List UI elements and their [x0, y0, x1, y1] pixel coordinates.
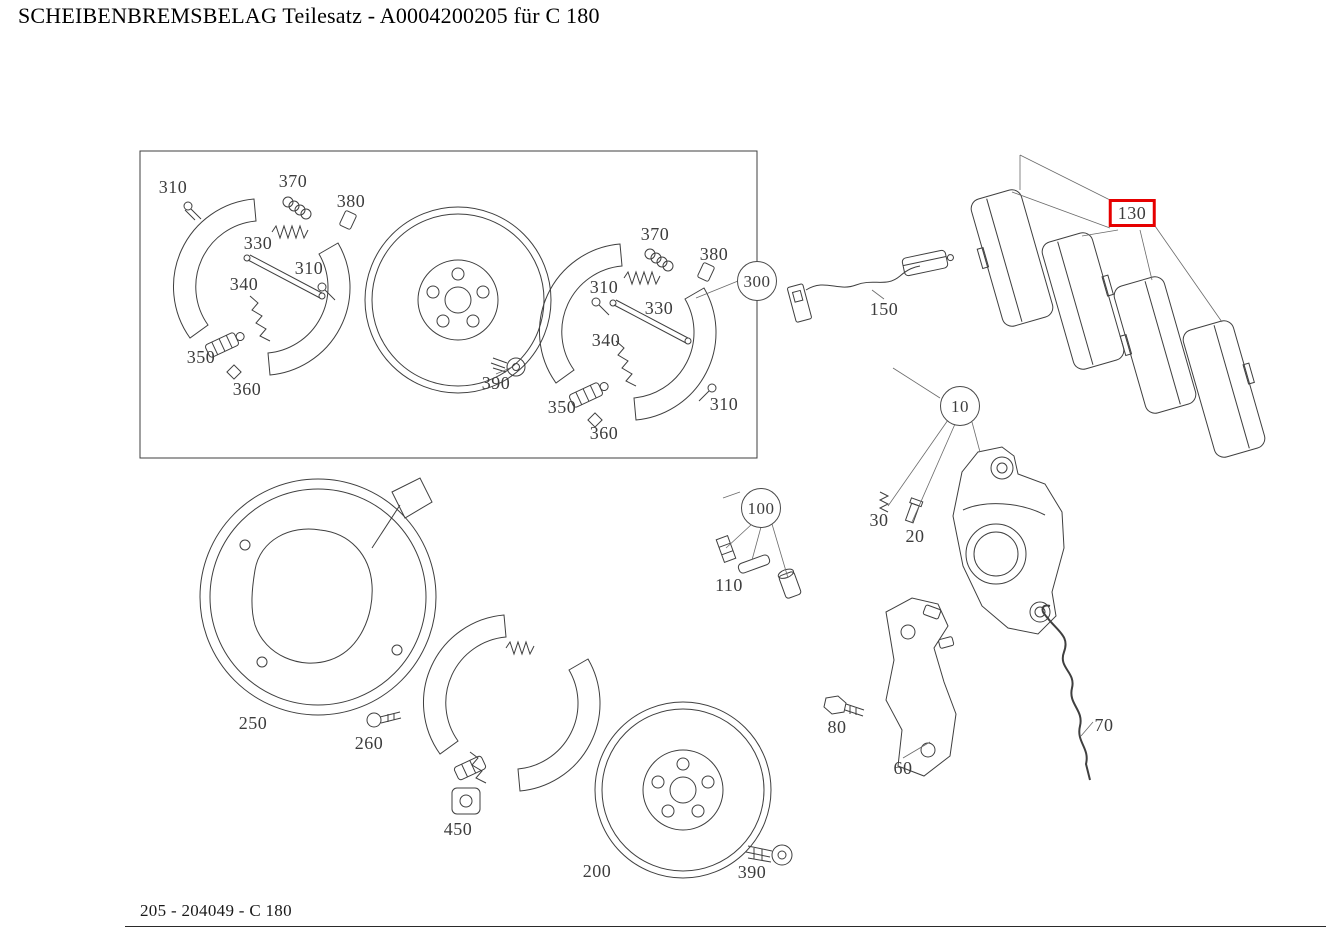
guide-pin-parts	[715, 535, 802, 599]
brake-pad-icon	[1113, 276, 1197, 414]
return-spring-icon	[623, 270, 661, 286]
part-label-260[interactable]: 260	[354, 733, 384, 753]
cup-icon	[697, 262, 715, 282]
caliper-bolt-icon	[823, 695, 865, 717]
strut-icon	[247, 254, 323, 299]
part-label-350[interactable]: 350	[186, 347, 216, 367]
anti-rattle-spring	[1041, 604, 1091, 781]
part-label-310[interactable]: 310	[158, 177, 188, 197]
pin-icon	[591, 297, 717, 402]
footer-reference: 205 - 204049 - C 180	[140, 901, 292, 920]
part-label-70[interactable]: 70	[1094, 715, 1114, 735]
center-brake-disc	[364, 206, 552, 394]
adjuster-icon	[569, 382, 609, 408]
part-label-330[interactable]: 330	[644, 298, 674, 318]
brake-pad-icon	[970, 189, 1054, 327]
part-label-340[interactable]: 340	[229, 274, 259, 294]
part-label-310[interactable]: 310	[294, 258, 324, 278]
nut-icon	[587, 412, 603, 428]
part-label-100[interactable]: 100	[741, 488, 781, 528]
shoe-spring-icon	[615, 340, 637, 387]
part-label-310[interactable]: 310	[709, 394, 739, 414]
bleeder-screw-icon	[904, 497, 924, 524]
bleeder-spring-icon	[878, 491, 890, 513]
part-label-300[interactable]: 300	[737, 261, 777, 301]
part-label-360[interactable]: 360	[589, 423, 619, 443]
leader-lines	[495, 154, 1223, 759]
part-label-250[interactable]: 250	[238, 713, 268, 733]
carrier-bracket	[885, 597, 957, 777]
part-label-30[interactable]: 30	[869, 510, 889, 530]
part-label-390[interactable]: 390	[737, 862, 767, 882]
adjuster-icon	[205, 332, 245, 358]
part-label-380[interactable]: 380	[336, 191, 366, 211]
brake-pad-icon	[1041, 232, 1125, 370]
part-label-450[interactable]: 450	[443, 819, 473, 839]
strut-icon	[613, 299, 689, 344]
part-label-10[interactable]: 10	[940, 386, 980, 426]
part-label-390[interactable]: 390	[481, 373, 511, 393]
brake-pad-icon	[1182, 320, 1266, 458]
part-label-130-selected[interactable]: 130	[1108, 199, 1156, 227]
part-label-20[interactable]: 20	[905, 526, 925, 546]
wear-sensor	[787, 249, 954, 323]
disc-screw-icon	[490, 357, 526, 377]
coil-spring-icon	[644, 248, 674, 272]
cup-icon	[339, 210, 357, 230]
disc-screw-icon	[745, 844, 793, 866]
part-label-370[interactable]: 370	[278, 171, 308, 191]
part-label-350[interactable]: 350	[547, 397, 577, 417]
brake-pads	[970, 189, 1266, 458]
part-label-60[interactable]: 60	[893, 758, 913, 778]
nut-icon	[226, 364, 242, 380]
part-label-200[interactable]: 200	[582, 861, 612, 881]
page-title: SCHEIBENBREMSBELAG Teilesatz - A00042002…	[18, 3, 600, 28]
shoe-spring-icon	[249, 295, 271, 342]
adjuster-kit	[451, 755, 487, 815]
pin-icon	[183, 201, 336, 301]
return-spring-icon	[271, 224, 309, 240]
part-label-150[interactable]: 150	[869, 299, 899, 319]
part-label-370[interactable]: 370	[640, 224, 670, 244]
shield-bolt-icon	[366, 711, 402, 728]
part-label-380[interactable]: 380	[699, 244, 729, 264]
part-label-80[interactable]: 80	[827, 717, 847, 737]
sub-assembly-box	[139, 150, 758, 459]
coil-spring-icon	[282, 196, 312, 220]
left-brake-shoe-set	[172, 196, 357, 380]
right-brake-shoe-set	[538, 243, 717, 428]
part-label-340[interactable]: 340	[591, 330, 621, 350]
part-label-310[interactable]: 310	[589, 277, 619, 297]
dust-shield	[199, 477, 437, 716]
brake-caliper	[952, 446, 1065, 635]
part-label-330[interactable]: 330	[243, 233, 273, 253]
bottom-brake-disc	[594, 701, 772, 879]
part-label-110[interactable]: 110	[715, 575, 743, 595]
footer-divider	[125, 926, 1326, 927]
part-label-360[interactable]: 360	[232, 379, 262, 399]
return-spring-icon	[505, 640, 535, 656]
